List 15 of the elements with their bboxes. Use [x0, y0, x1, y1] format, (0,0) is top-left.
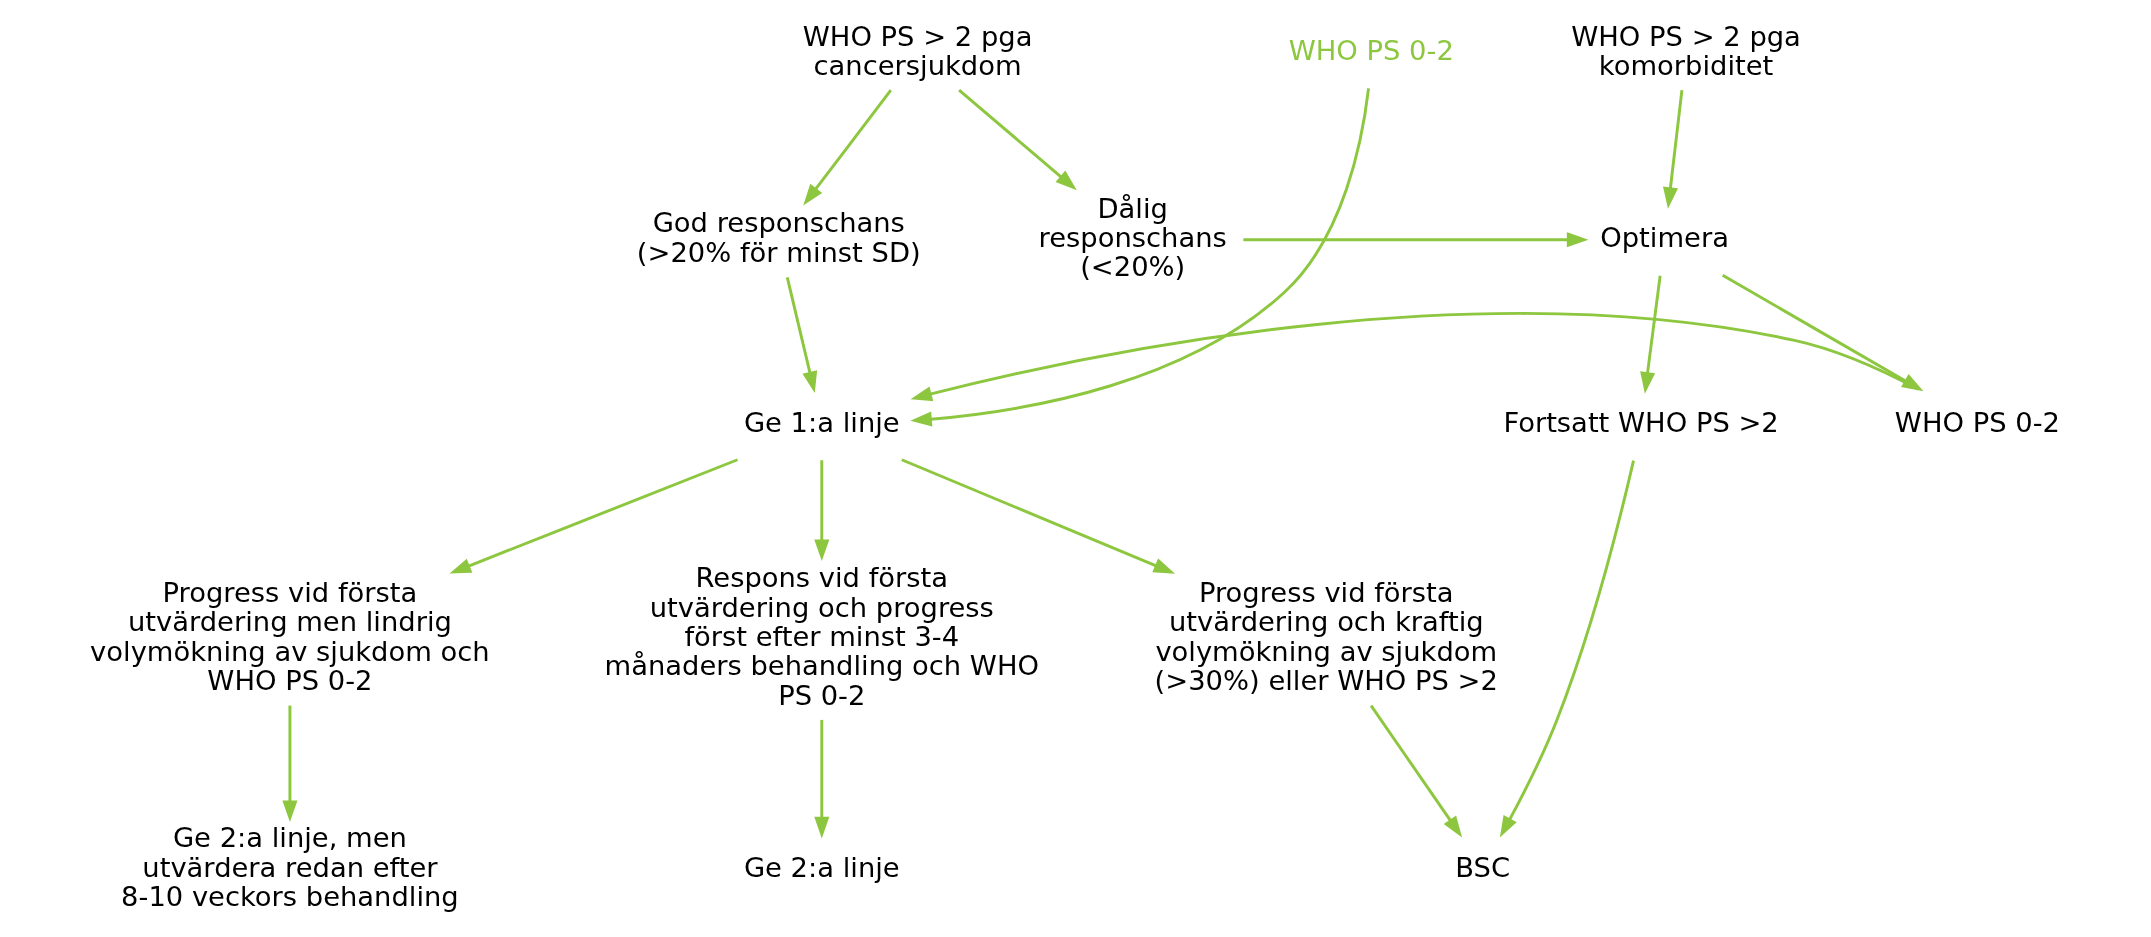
node-text: WHO PS 0-2	[1894, 406, 2060, 438]
node-text: Ge 1:a linje	[743, 406, 900, 438]
node-text: WHO PS 0-2	[1288, 35, 1454, 67]
node-text: Optimera	[1600, 221, 1729, 253]
node-text: Ge 2:a linje, men utvärdera redan efter 8-10 veckors behandling	[121, 822, 459, 912]
node-text: Ge 2:a linje	[743, 851, 900, 883]
node-text: Progress vid första utvärdering och kraftig volymökning av sjukdom (>30%) eller WHO PS >2	[1154, 576, 1498, 696]
node-text: Progress vid första utvärdering men lindrig volymökning av sjukdom och WHO PS 0-2	[90, 576, 490, 696]
node-text: Respons vid första utvärdering och progress först efter minst 3-4 månaders behandling och WHO PS 0-2	[604, 562, 1040, 711]
node-text: Dålig responschans (<20%)	[1038, 192, 1227, 283]
node-text: BSC	[1455, 851, 1511, 883]
node-text: WHO PS > 2 pga cancersjukdom	[802, 20, 1033, 81]
node-text: God responschans (>20% för minst SD)	[636, 207, 921, 268]
node-text: WHO PS > 2 pga komorbiditet	[1571, 20, 1801, 81]
node-text: Fortsatt WHO PS >2	[1503, 406, 1779, 438]
